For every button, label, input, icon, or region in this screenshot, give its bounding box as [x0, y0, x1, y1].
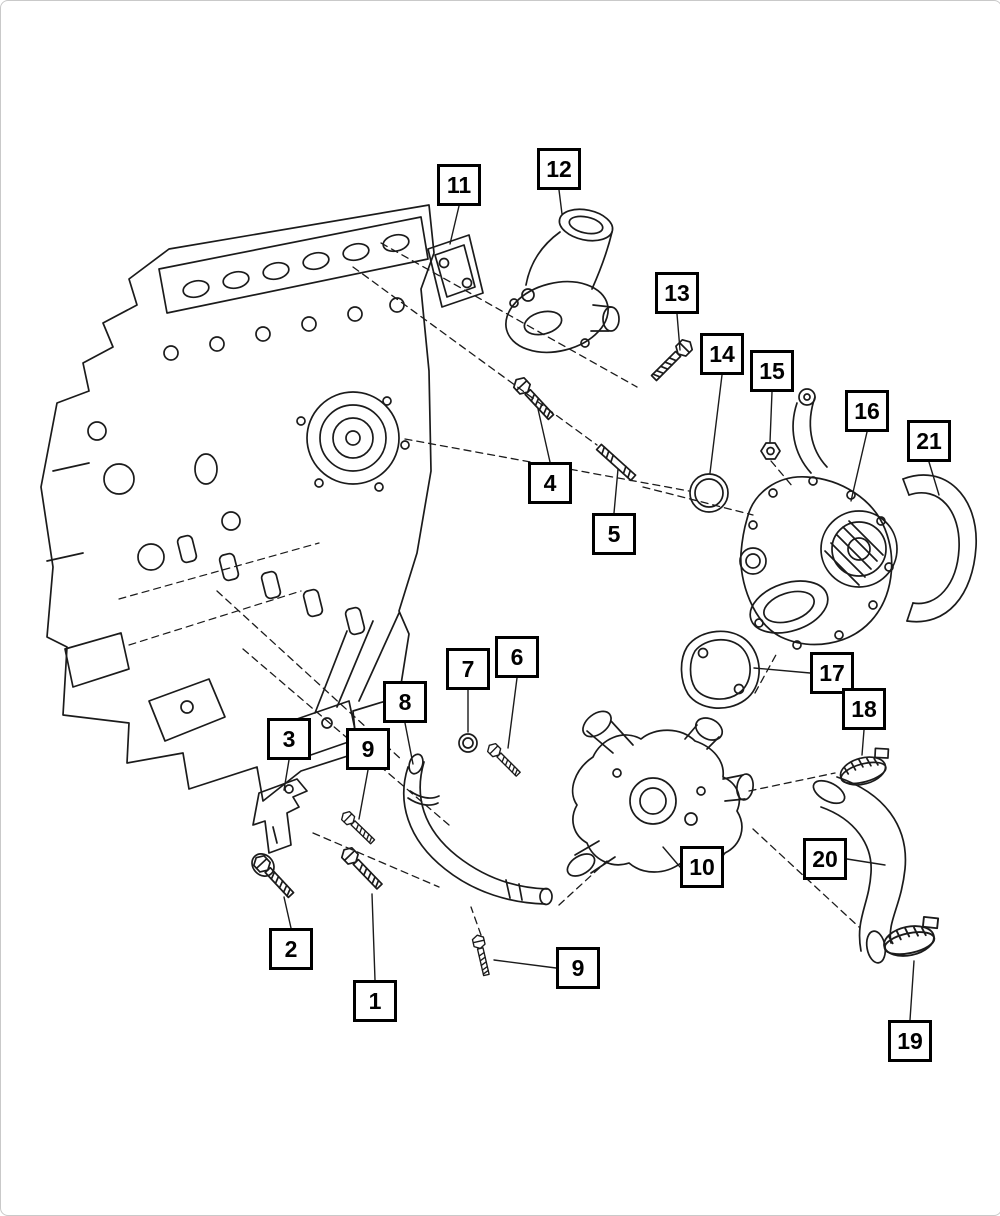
callout-6[interactable]: 6 [495, 636, 539, 678]
callout-17[interactable]: 17 [810, 652, 854, 694]
support-bracket-drawing [252, 778, 308, 854]
callout-10[interactable]: 10 [680, 846, 724, 888]
o-ring-14-drawing [689, 473, 729, 513]
thermostat-outlet-housing-drawing [566, 710, 754, 877]
water-pump-drawing [739, 476, 898, 650]
bolts-and-studs-drawing [250, 336, 696, 977]
thermostat-housing-drawing [505, 208, 620, 354]
callout-5[interactable]: 5 [592, 513, 636, 555]
o-ring-7-drawing [458, 733, 478, 753]
callout-11[interactable]: 11 [437, 164, 481, 206]
callout-1[interactable]: 1 [353, 980, 397, 1022]
leader-lines [283, 189, 940, 1021]
callout-19[interactable]: 19 [888, 1020, 932, 1062]
callout-9b[interactable]: 9 [556, 947, 600, 989]
callout-8[interactable]: 8 [383, 681, 427, 723]
callout-14[interactable]: 14 [700, 333, 744, 375]
callout-16[interactable]: 16 [845, 390, 889, 432]
callout-3[interactable]: 3 [267, 718, 311, 760]
callout-7[interactable]: 7 [446, 648, 490, 690]
callout-12[interactable]: 12 [537, 148, 581, 190]
callout-2[interactable]: 2 [269, 928, 313, 970]
callout-9a[interactable]: 9 [346, 728, 390, 770]
heater-pipe-bracket-drawing [792, 388, 828, 474]
callout-15[interactable]: 15 [750, 350, 794, 392]
water-return-tube-drawing [402, 753, 553, 906]
housing-21-drawing [902, 474, 977, 623]
gasket-11-drawing [427, 234, 484, 308]
callout-20[interactable]: 20 [803, 838, 847, 880]
callout-13[interactable]: 13 [655, 272, 699, 314]
nut-15-drawing [760, 442, 781, 460]
lower-hose-drawing [812, 776, 907, 964]
water-pump-gasket-drawing [680, 630, 760, 709]
callout-21[interactable]: 21 [907, 420, 951, 462]
callout-18[interactable]: 18 [842, 688, 886, 730]
callout-4[interactable]: 4 [528, 462, 572, 504]
